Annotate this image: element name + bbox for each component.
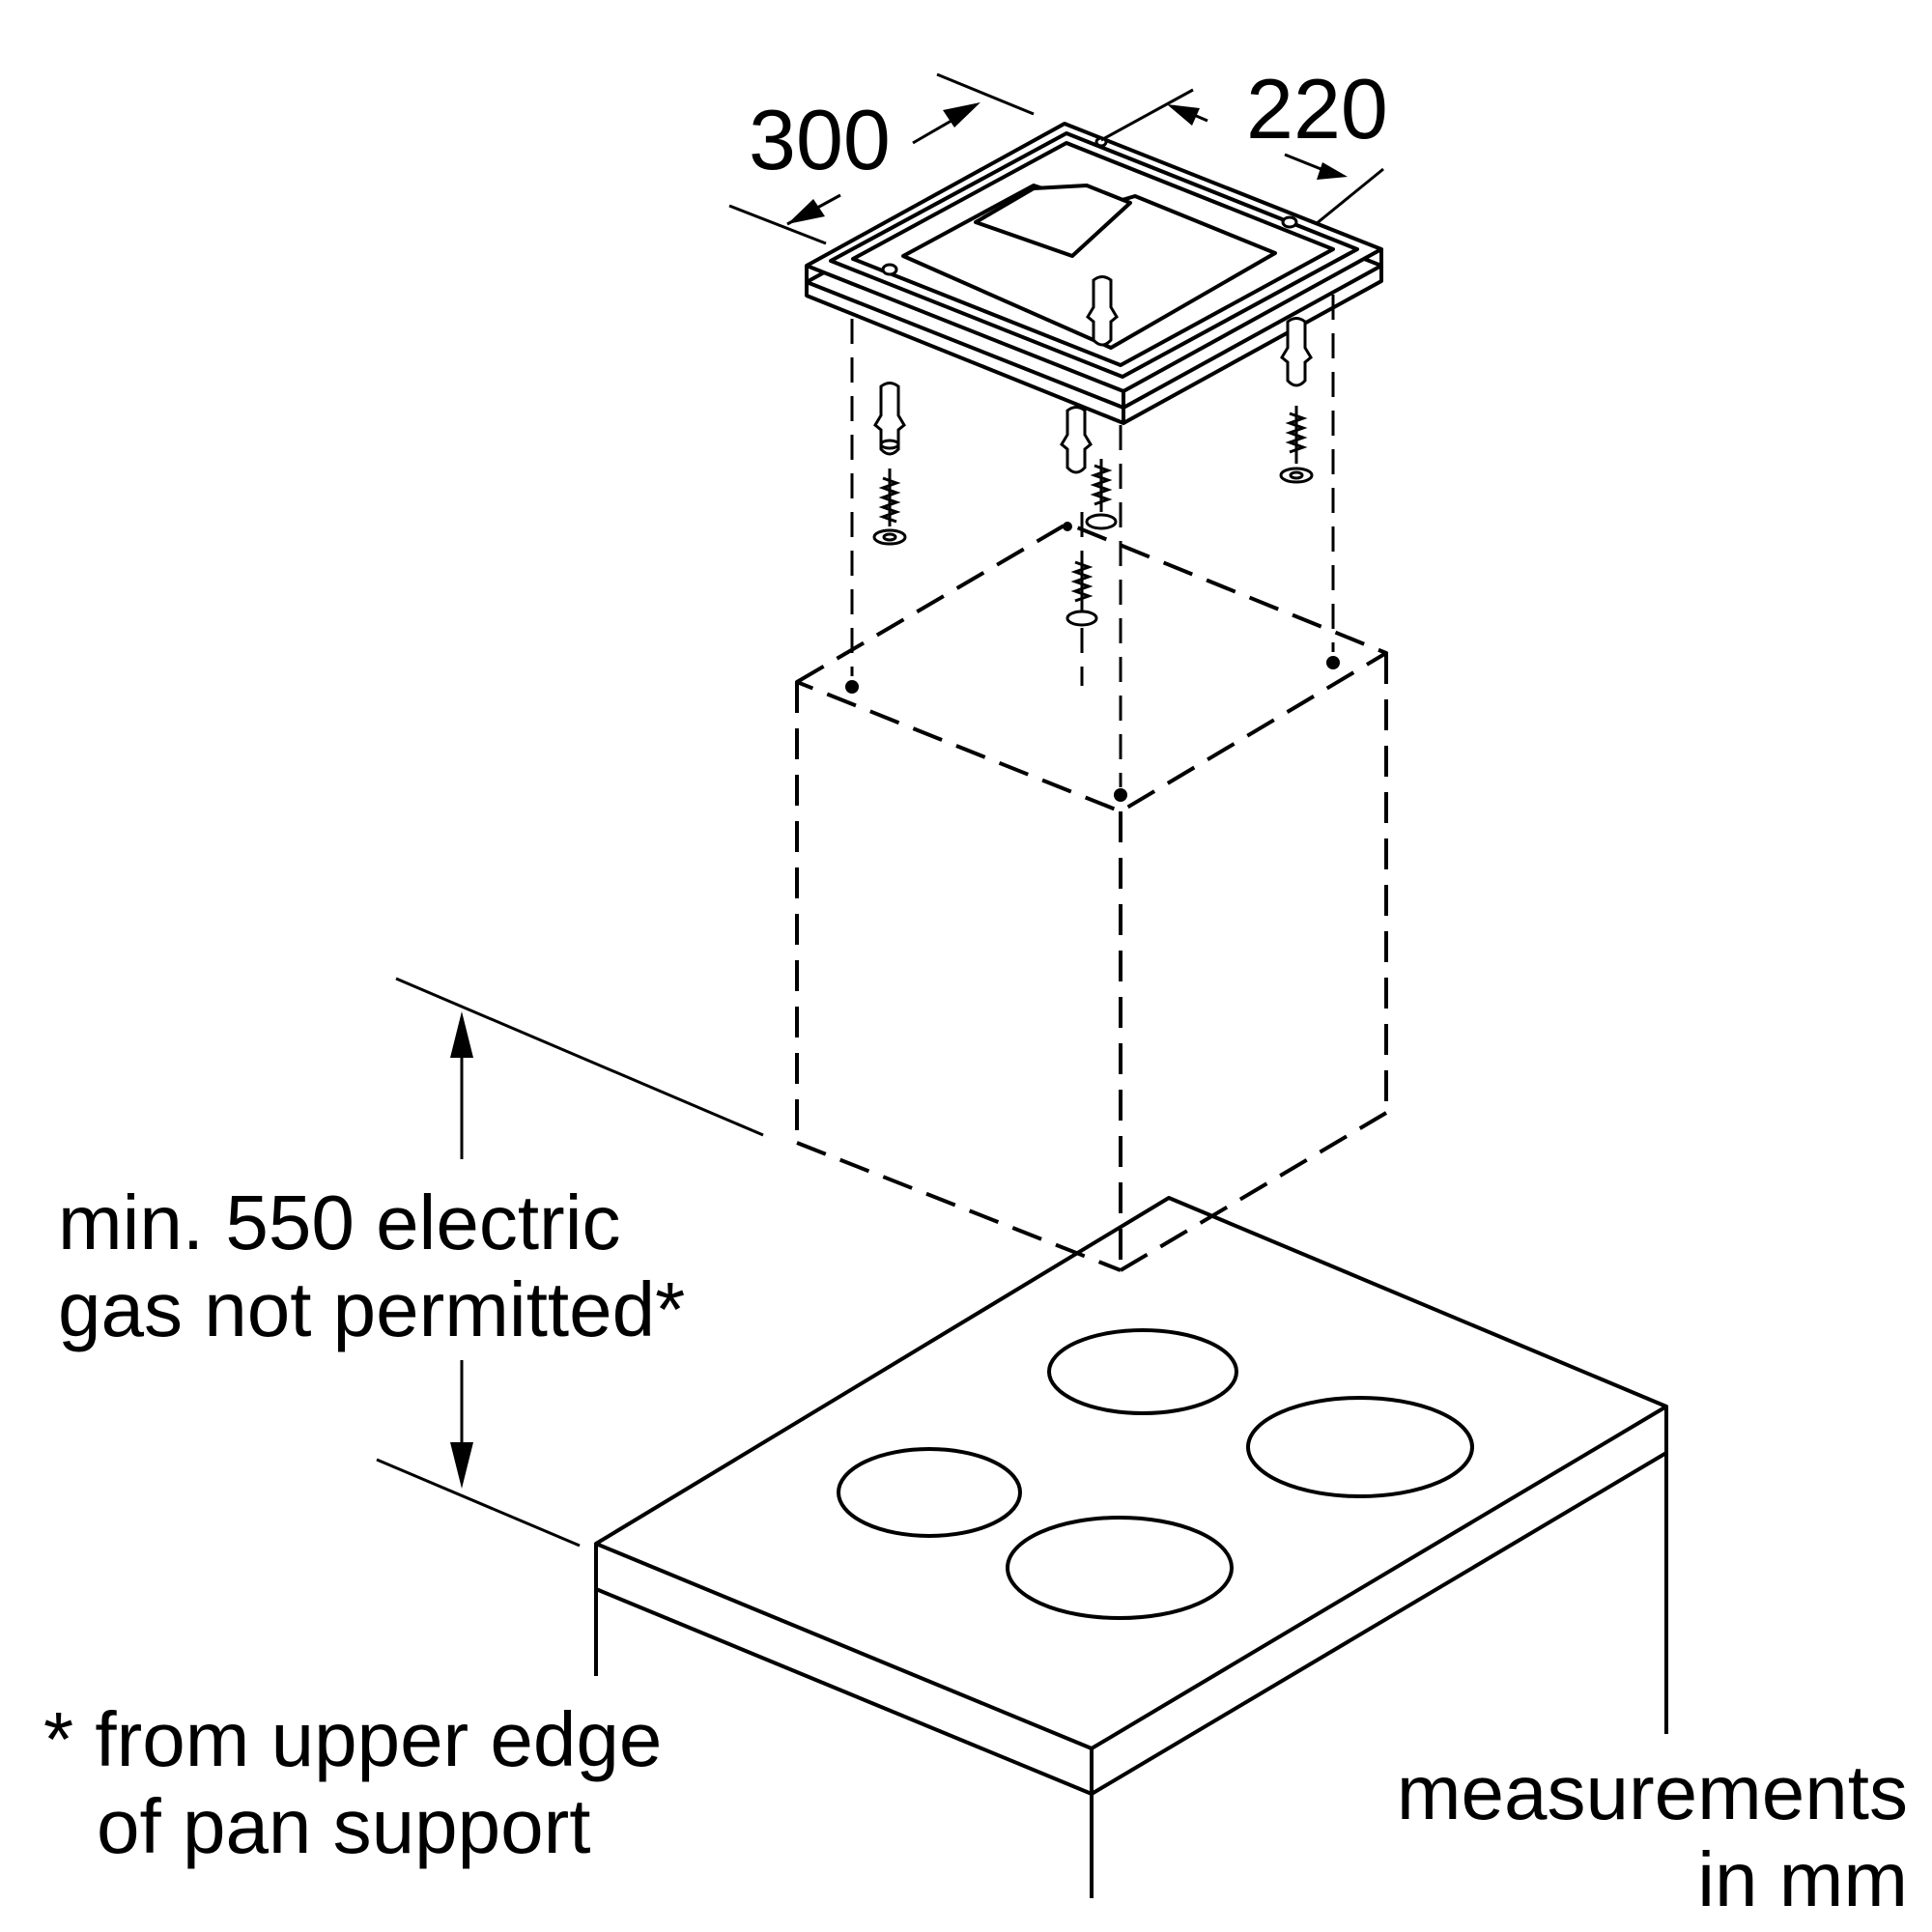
units-note-line2: in mm — [1697, 1836, 1908, 1922]
dim-300-extension-left — [728, 204, 827, 245]
washer-icon — [1065, 610, 1098, 627]
burner-left — [837, 1447, 1022, 1538]
footnote-line2: of pan support — [97, 1783, 590, 1869]
hood-level-reference-line — [395, 977, 764, 1137]
burner-right — [1246, 1396, 1474, 1498]
dim-220-extension-left — [1100, 88, 1194, 142]
screw-centre-front — [1065, 555, 1098, 627]
hob-right-bottom — [1090, 1451, 1668, 1796]
hole-marker-right — [1326, 656, 1340, 669]
dimension-width-label: 300 — [749, 92, 891, 187]
screw-left — [872, 469, 907, 546]
hob-level-reference-line — [376, 1458, 581, 1548]
hole-marker-left — [845, 680, 859, 694]
dimension-depth-label: 220 — [1246, 61, 1388, 156]
dim-220-extension-right — [1315, 167, 1384, 226]
washer-icon — [1085, 513, 1118, 530]
arrow-right-icon — [1317, 162, 1348, 180]
arrow-down-left-icon — [787, 199, 825, 224]
chimney-bottom-left — [796, 1141, 1122, 1272]
hob-top-surface — [594, 1196, 1668, 1750]
units-note-line1: measurements — [1397, 1749, 1908, 1835]
chimney-hole-markers — [845, 522, 1340, 802]
clearance-dimension — [376, 977, 764, 1548]
mounting-plate — [805, 122, 1383, 425]
hole-marker-back — [1063, 522, 1072, 531]
chimney-bottom-right — [1119, 1111, 1388, 1272]
plate-cutout-small — [974, 184, 1132, 258]
plate-edge-right — [1122, 249, 1383, 425]
fixings — [872, 275, 1314, 627]
plug-top — [879, 439, 900, 450]
wall-plug-right — [1280, 317, 1313, 387]
wall-plug-icon — [1280, 317, 1313, 387]
hole-marker-front — [1114, 788, 1127, 802]
chimney-outline — [795, 522, 1388, 1272]
plate-dimension-lines — [728, 72, 1384, 245]
arrow-down-icon — [450, 1442, 473, 1489]
plate-edge-front — [805, 266, 1125, 425]
plate-holes — [881, 136, 1298, 276]
clearance-label-line2: gas not permitted* — [58, 1266, 685, 1352]
screw-thread-icon — [1070, 560, 1094, 603]
washer-hole — [1289, 470, 1304, 480]
clearance-label-line1: min. 550 electric — [58, 1179, 620, 1265]
dim-300-extension-right — [936, 72, 1035, 116]
screw-thread-icon — [1090, 464, 1113, 506]
wall-plug-icon — [1086, 275, 1119, 347]
wall-plug-left — [873, 382, 906, 456]
dim-300-leader-upper — [912, 116, 957, 145]
wall-plug-icon — [1060, 406, 1093, 474]
screw-right — [1279, 406, 1314, 484]
wall-plug-centre-back — [1086, 275, 1119, 347]
hob-front-bottom — [595, 1587, 1093, 1796]
screw-thread-icon — [1285, 412, 1308, 454]
hob — [594, 1196, 1668, 1898]
screw-thread-icon — [878, 476, 901, 524]
screw-centre-right — [1085, 459, 1118, 530]
plate-hole-right — [1281, 215, 1298, 229]
footnote-line1: * from upper edge — [43, 1696, 662, 1782]
arrow-up-right-icon — [943, 102, 980, 128]
plate-hole-left — [881, 263, 898, 276]
wall-plug-centre-front — [1060, 406, 1093, 474]
burner-front — [1006, 1516, 1234, 1620]
burner-back — [1047, 1328, 1238, 1415]
arrow-up-icon — [450, 1011, 473, 1058]
wall-plug-icon — [873, 382, 906, 456]
arrow-left-icon — [1167, 104, 1200, 126]
washer-hole — [882, 532, 897, 542]
